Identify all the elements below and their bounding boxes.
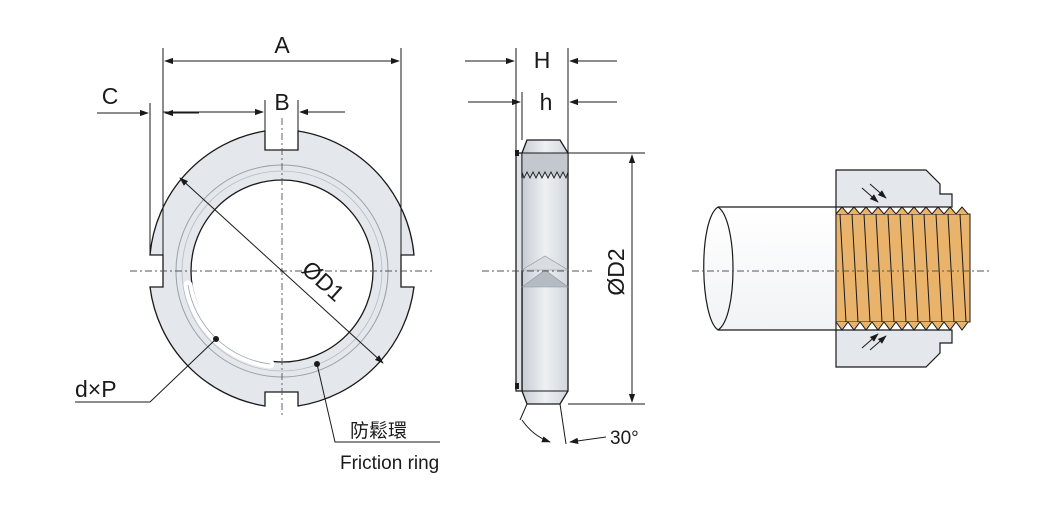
thread-lines <box>839 213 967 323</box>
dimension-D1: ØD1 <box>297 256 350 307</box>
friction-ring-label-cn: 防鬆環 <box>350 420 407 442</box>
dimension-A: A <box>274 32 290 58</box>
dimension-D2: ØD2 <box>603 248 629 295</box>
dimension-H: H <box>534 47 551 73</box>
dimension-h: h <box>540 89 553 115</box>
front-view: A B C ØD1 d×P 防鬆環 Friction ring <box>75 32 440 474</box>
chamfer-angle-label: 30° <box>610 428 639 449</box>
shaft <box>703 206 837 331</box>
thread-spec-label: d×P <box>75 376 117 402</box>
dimension-B: B <box>274 89 289 115</box>
assembly-nut-top <box>835 169 953 208</box>
dimension-C: C <box>102 83 119 109</box>
assembly-view <box>692 169 992 368</box>
side-view: H h ØD2 30° <box>465 47 645 449</box>
assembly-nut-bottom <box>835 329 953 368</box>
friction-ring-label-en: Friction ring <box>340 453 439 474</box>
